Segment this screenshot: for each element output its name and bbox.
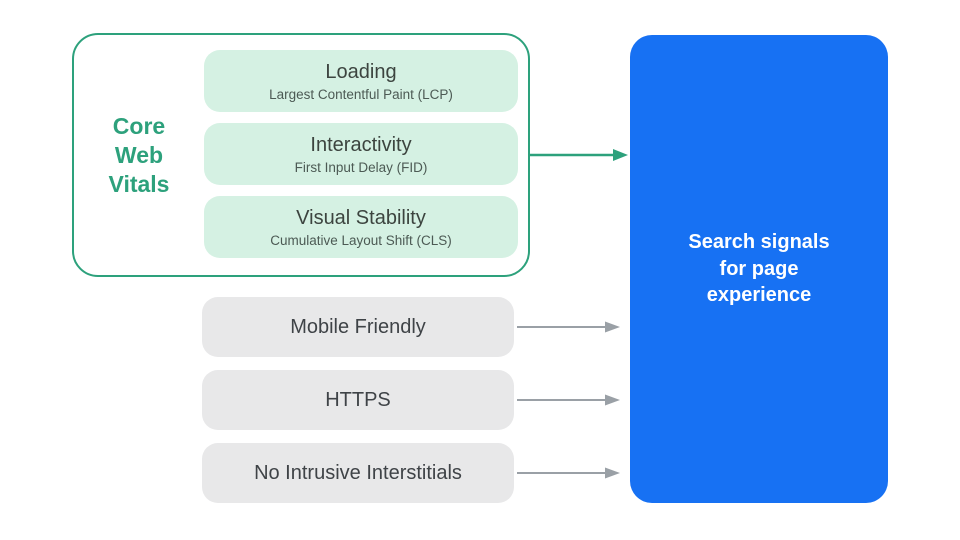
core-web-vitals-label-line: Core — [112, 112, 166, 139]
core-web-vitals-arrow-icon — [530, 149, 628, 161]
mobile-friendly-arrow-icon — [517, 321, 620, 333]
vital-title: Interactivity — [310, 133, 412, 156]
search-signals-label-line: experience — [706, 284, 812, 307]
signal-pill-mobile-friendly: Mobile Friendly — [202, 297, 514, 357]
search-signals-box: Search signals for page experience — [630, 35, 888, 503]
vital-title: Loading — [325, 60, 397, 83]
signal-pill-no-intrusive-interstitials: No Intrusive Interstitials — [202, 443, 514, 503]
search-signals-label: Search signals for page experience — [688, 229, 829, 309]
vital-subtitle: Largest Contentful Paint (LCP) — [269, 86, 453, 102]
signal-title: Mobile Friendly — [290, 316, 426, 338]
search-signals-label-line: Search signals — [688, 231, 830, 254]
no-intrusive-interstitials-arrow-icon — [517, 467, 620, 479]
https-arrow-icon — [517, 394, 620, 406]
vital-subtitle: Cumulative Layout Shift (CLS) — [270, 232, 452, 248]
core-web-vitals-label-line: Web — [114, 141, 164, 168]
signal-title: No Intrusive Interstitials — [254, 462, 462, 484]
core-web-vitals-pill-list: Loading Largest Contentful Paint (LCP) I… — [204, 50, 518, 258]
vital-title: Visual Stability — [296, 206, 426, 229]
core-web-vitals-label: Core Web Vitals — [74, 35, 204, 275]
vital-subtitle: First Input Delay (FID) — [294, 159, 428, 175]
signal-pill-https: HTTPS — [202, 370, 514, 430]
vital-pill-interactivity: Interactivity First Input Delay (FID) — [204, 123, 518, 185]
search-signals-label-line: for page — [719, 257, 799, 280]
core-web-vitals-group: Core Web Vitals Loading Largest Contentf… — [72, 33, 530, 277]
vital-pill-visual-stability: Visual Stability Cumulative Layout Shift… — [204, 196, 518, 258]
signal-title: HTTPS — [325, 389, 391, 411]
vital-pill-loading: Loading Largest Contentful Paint (LCP) — [204, 50, 518, 112]
core-web-vitals-label-line: Vitals — [108, 170, 170, 197]
